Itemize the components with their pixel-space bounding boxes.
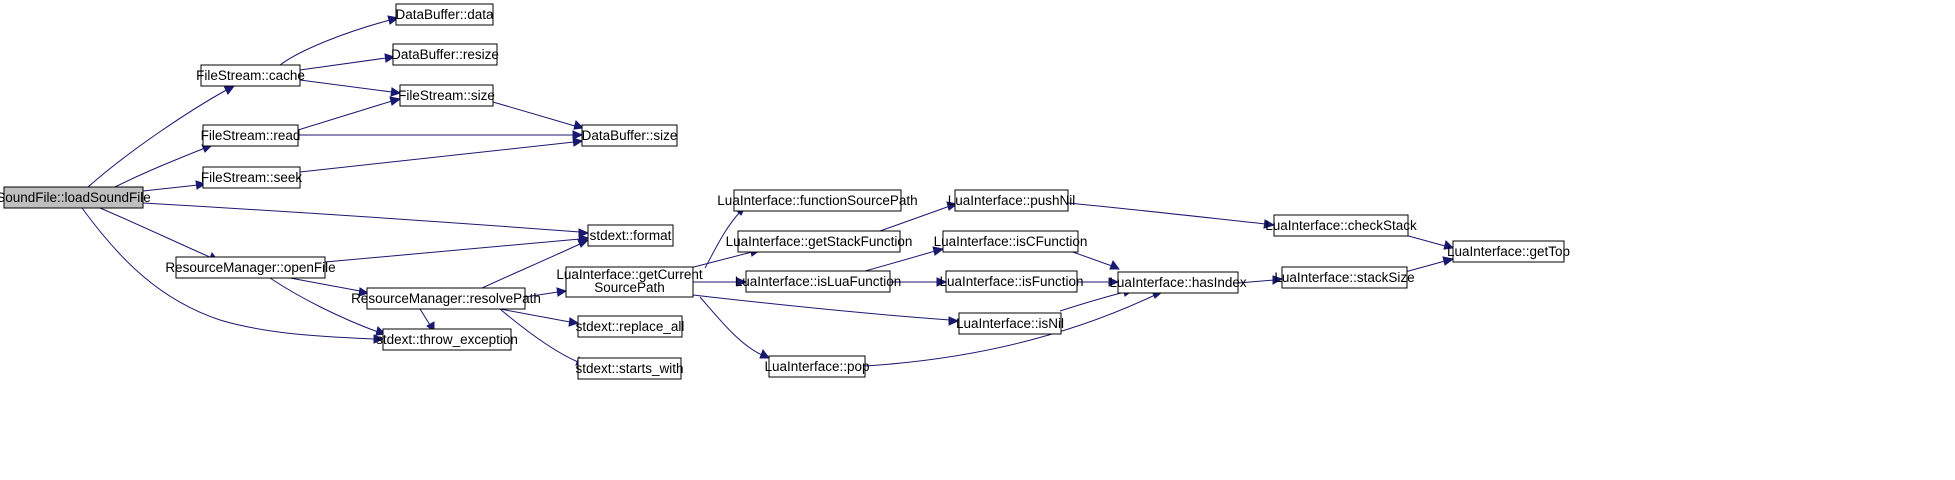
edge-root-rm-open — [99, 207, 219, 262]
node-li-gettop[interactable]: LuaInterface::getTop — [1447, 240, 1570, 263]
node-li-pop[interactable]: LuaInterface::pop — [764, 355, 870, 378]
node-li-gsf[interactable]: LuaInterface::getStackFunction — [726, 230, 913, 253]
edge-gcsp-pop — [699, 296, 770, 359]
svg-text:LuaInterface::getCurrent: LuaInterface::getCurrent — [556, 267, 703, 282]
edge-isluaf-isf — [890, 277, 948, 287]
edge-resolve-throw — [419, 308, 435, 332]
edge-read-dbsize — [298, 130, 584, 140]
edge-root-fs-read — [114, 144, 214, 188]
node-li-isluaf[interactable]: LuaInterface::isLuaFunction — [735, 270, 902, 293]
edge-iscf-hasidx — [1069, 250, 1120, 270]
edge-gcsp-isluaf — [693, 277, 748, 287]
edge-seek-dbsize — [299, 137, 584, 173]
node-li-pushnil[interactable]: LuaInterface::pushNil — [948, 189, 1076, 212]
node-li-isf[interactable]: LuaInterface::isFunction — [939, 270, 1084, 293]
svg-text:LuaInterface::checkStack: LuaInterface::checkStack — [1265, 218, 1417, 233]
node-rm-resolve[interactable]: ResourceManager::resolvePath — [351, 287, 541, 310]
edge-open-resolve — [289, 277, 370, 297]
edge-read-fssize — [297, 96, 402, 131]
svg-text:stdext::starts_with: stdext::starts_with — [575, 361, 683, 376]
node-li-fsp[interactable]: LuaInterface::functionSourcePath — [717, 189, 918, 212]
svg-text:ResourceManager::resolvePath: ResourceManager::resolvePath — [351, 291, 541, 306]
svg-text:LuaInterface::isFunction: LuaInterface::isFunction — [939, 274, 1083, 289]
svg-text:LuaInterface::isCFunction: LuaInterface::isCFunction — [934, 234, 1088, 249]
node-starts[interactable]: stdext::starts_with — [575, 357, 684, 380]
svg-text:LuaInterface::hasIndex: LuaInterface::hasIndex — [1109, 275, 1247, 290]
svg-text:LuaInterface::pushNil: LuaInterface::pushNil — [948, 193, 1076, 208]
svg-text:FileStream::seek: FileStream::seek — [201, 170, 303, 185]
node-rm-open[interactable]: ResourceManager::openFile — [165, 256, 336, 279]
node-replace[interactable]: stdext::replace_all — [576, 315, 685, 338]
edge-stack-gettop — [1404, 256, 1455, 273]
edge-resolve-replace — [499, 308, 580, 327]
edge-root-throw — [81, 207, 385, 344]
svg-text:FileStream::size: FileStream::size — [398, 88, 495, 103]
svg-text:LuaInterface::isNil: LuaInterface::isNil — [956, 316, 1064, 331]
graph-edges — [81, 15, 1455, 367]
edge-root-fmt — [142, 202, 590, 238]
svg-text:DataBuffer::size: DataBuffer::size — [582, 128, 678, 143]
svg-text:LuaInterface::stackSize: LuaInterface::stackSize — [1274, 270, 1414, 285]
node-db-resize[interactable]: DataBuffer::resize — [391, 43, 499, 66]
svg-text:stdext::throw_exception: stdext::throw_exception — [376, 332, 518, 347]
node-fs-read[interactable]: FileStream::read — [201, 124, 301, 147]
node-li-hasidx[interactable]: LuaInterface::hasIndex — [1109, 271, 1247, 294]
edge-pushnil-check — [1067, 202, 1276, 229]
node-li-gcsp[interactable]: LuaInterface::getCurrent SourcePath — [556, 266, 703, 298]
edge-root-fs-seek — [142, 180, 207, 192]
node-fs-cache[interactable]: FileStream::cache — [196, 64, 305, 87]
edge-cache-resize — [299, 53, 396, 71]
svg-text:SourcePath: SourcePath — [594, 280, 665, 295]
node-li-stack[interactable]: LuaInterface::stackSize — [1274, 266, 1415, 289]
svg-text:stdext::format: stdext::format — [590, 228, 672, 243]
svg-text:FileStream::read: FileStream::read — [201, 128, 301, 143]
svg-text:LuaInterface::isLuaFunction: LuaInterface::isLuaFunction — [735, 274, 902, 289]
svg-text:LuaInterface::getTop: LuaInterface::getTop — [1447, 244, 1570, 259]
node-db-data[interactable]: DataBuffer::data — [395, 3, 494, 26]
svg-text:DataBuffer::data: DataBuffer::data — [395, 7, 494, 22]
edge-check-gettop — [1404, 234, 1455, 250]
edge-isf-hasidx — [1077, 277, 1120, 287]
edge-hasidx-stack — [1237, 275, 1284, 285]
node-db-size[interactable]: DataBuffer::size — [581, 124, 678, 147]
node-li-isnil[interactable]: LuaInterface::isNil — [956, 312, 1064, 335]
graph-nodes: SoundFile::loadSoundFile FileStream::cac… — [0, 3, 1570, 380]
edge-resolve-fmt — [479, 239, 590, 290]
svg-text:stdext::replace_all: stdext::replace_all — [576, 319, 685, 334]
node-throw[interactable]: stdext::throw_exception — [376, 328, 518, 351]
svg-text:SoundFile::loadSoundFile: SoundFile::loadSoundFile — [0, 190, 151, 205]
node-li-check[interactable]: LuaInterface::checkStack — [1265, 214, 1417, 237]
node-li-iscf[interactable]: LuaInterface::isCFunction — [934, 230, 1088, 253]
node-fs-size[interactable]: FileStream::size — [398, 84, 495, 107]
node-fs-seek[interactable]: FileStream::seek — [201, 166, 303, 189]
svg-text:LuaInterface::functionSourcePa: LuaInterface::functionSourcePath — [717, 193, 917, 208]
edge-resolve-gcsp — [524, 287, 568, 298]
node-fmt[interactable]: stdext::format — [587, 224, 674, 247]
svg-text:ResourceManager::openFile: ResourceManager::openFile — [165, 260, 335, 275]
edge-cache-fssize — [299, 79, 402, 97]
edge-gcsp-isnil — [692, 294, 960, 326]
node-root[interactable]: SoundFile::loadSoundFile — [0, 186, 151, 209]
svg-text:LuaInterface::getStackFunction: LuaInterface::getStackFunction — [726, 234, 913, 249]
svg-text:FileStream::cache: FileStream::cache — [196, 68, 305, 83]
edge-cache-data — [279, 15, 400, 66]
edge-isluaf-iscf — [864, 246, 945, 272]
edge-fssize-dbsize — [492, 101, 585, 130]
svg-text:DataBuffer::resize: DataBuffer::resize — [391, 47, 499, 62]
svg-text:LuaInterface::pop: LuaInterface::pop — [764, 359, 869, 374]
